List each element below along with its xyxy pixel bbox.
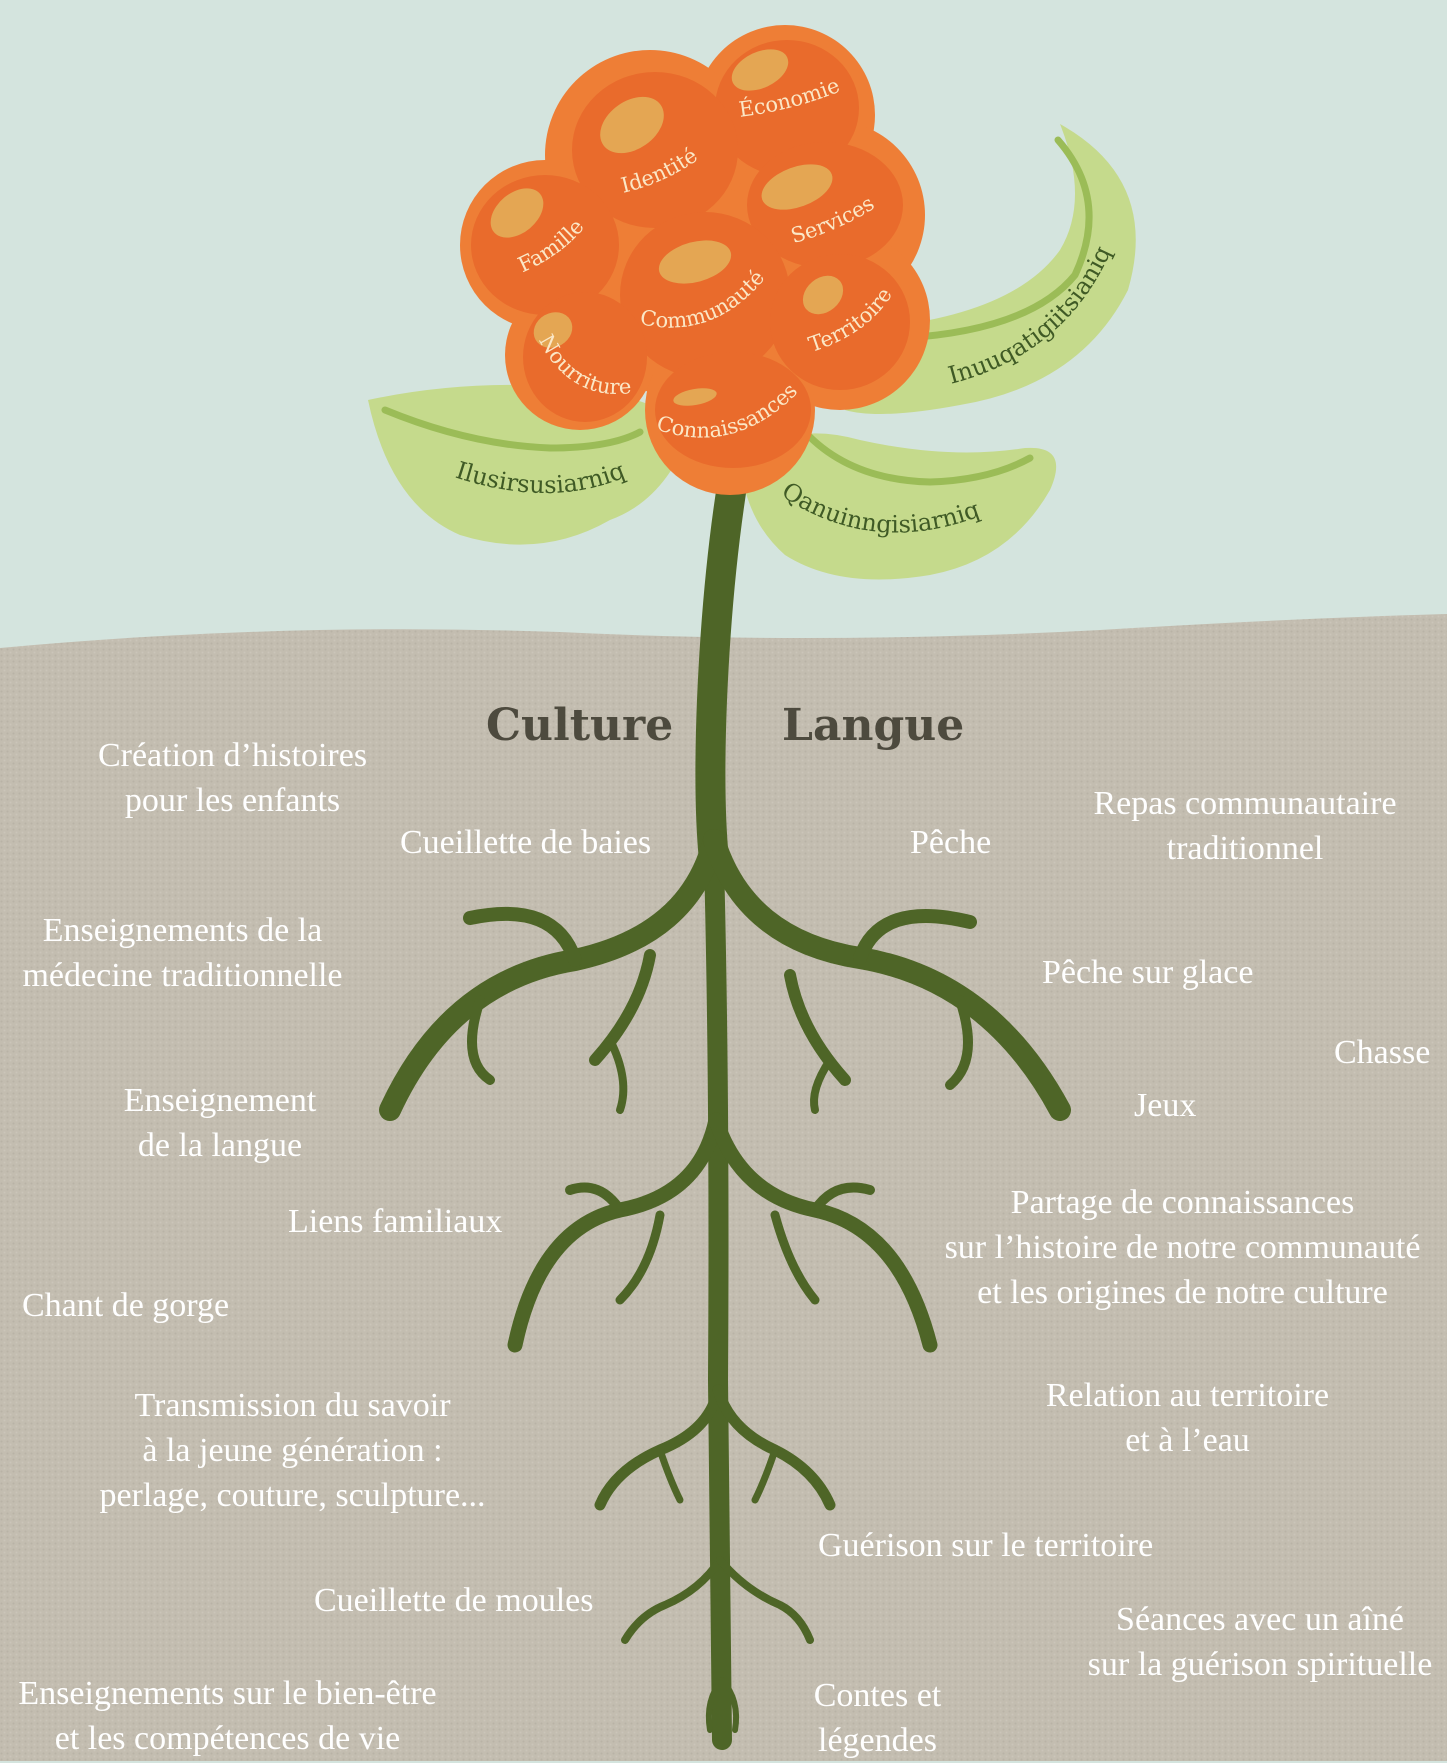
heading-langue: Langue	[782, 700, 965, 751]
label-histoires: Création d’histoires pour les enfants	[97, 737, 368, 819]
label-transmission: Transmission du savoir à la jeune généra…	[99, 1387, 486, 1514]
heading-culture: Culture	[486, 700, 674, 751]
label-peche: Pêche	[910, 824, 992, 861]
label-relation: Relation au territoire et à l’eau	[1045, 1377, 1330, 1459]
label-liens: Liens familiaux	[288, 1203, 503, 1240]
stem-and-roots	[379, 435, 1071, 1750]
label-contes: Contes et légendes	[813, 1677, 942, 1759]
label-bienetre: Enseignements sur le bien-être et les co…	[18, 1675, 437, 1757]
label-partage: Partage de connaissances sur l’histoire …	[944, 1184, 1421, 1311]
leaf-ilusirsusiarniq	[368, 384, 690, 545]
label-jeux: Jeux	[1134, 1087, 1197, 1124]
label-seances: Séances avec un aîné sur la guérison spi…	[1087, 1601, 1433, 1683]
label-peche-glace: Pêche sur glace	[1042, 954, 1254, 991]
label-langue: Enseignement de la langue	[123, 1082, 317, 1164]
label-repas: Repas communautaire traditionnel	[1093, 785, 1397, 867]
label-baies: Cueillette de baies	[400, 824, 652, 861]
label-guerison: Guérison sur le territoire	[818, 1527, 1154, 1564]
label-medecine: Enseignements de la médecine traditionne…	[22, 912, 343, 994]
label-moules: Cueillette de moules	[314, 1582, 594, 1619]
cloudberry: Économie Identité Famille Services Commu…	[460, 25, 930, 495]
label-chasse: Chasse	[1334, 1034, 1431, 1071]
leaf-qanuinngisiarniq	[740, 428, 1057, 580]
label-chant: Chant de gorge	[22, 1287, 230, 1324]
